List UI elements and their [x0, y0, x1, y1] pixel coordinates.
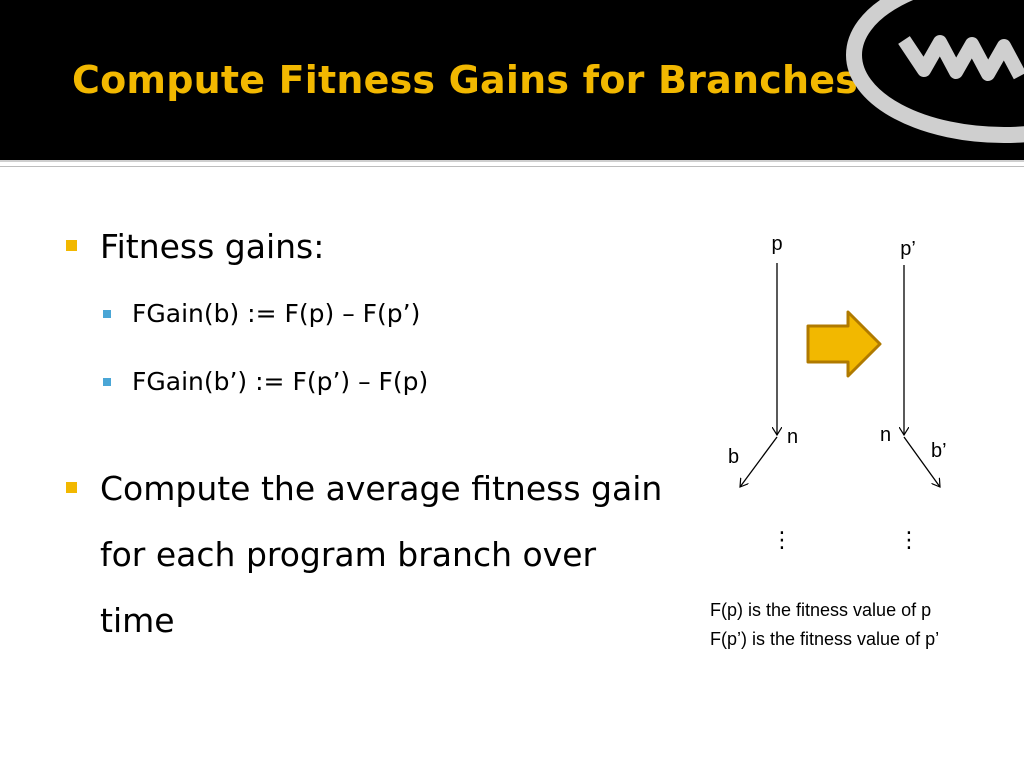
left-node-label: n	[787, 426, 798, 448]
bullet-fitness-gains: Fitness gains:	[60, 214, 680, 280]
footnote-line: F(p’) is the fitness value of p’	[710, 629, 940, 649]
footnote-line: F(p) is the fitness value of p	[710, 600, 932, 620]
bullet-compute-average: Compute the average fitness gain for eac…	[60, 456, 680, 654]
footnote: F(p) is the fitness value of p F(p’) is …	[710, 596, 939, 654]
right-branch-label: b’	[931, 440, 947, 462]
slide-header: Compute Fitness Gains for Branches	[0, 0, 1024, 160]
bullet-text: Compute the average fitness gain for eac…	[100, 469, 663, 640]
right-top-label: p’	[900, 238, 916, 260]
header-rule-shadow	[0, 166, 1024, 167]
left-branch-arrow	[740, 436, 778, 487]
right-ellipsis: ⋮	[898, 528, 920, 553]
bullet-text: Fitness gains:	[100, 227, 325, 266]
sub-bullet-text: FGain(b) := F(p) – F(p’)	[132, 299, 421, 328]
right-branch-arrow	[903, 436, 940, 487]
right-node-label: n	[880, 424, 891, 446]
left-ellipsis: ⋮	[771, 528, 793, 553]
football-logo-icon	[846, 0, 1024, 143]
left-branch-label: b	[728, 446, 739, 468]
sub-bullet-fgain-b: FGain(b) := F(p) – F(p’)	[60, 280, 680, 348]
bullet-square-icon	[66, 482, 77, 493]
left-top-label: p	[771, 233, 782, 255]
right-arrow-icon	[806, 310, 882, 378]
branch-diagram: p n b ⋮ p’ n b’ ⋮	[728, 233, 947, 553]
sub-bullet-square-icon	[103, 310, 111, 318]
bullet-list: Fitness gains: FGain(b) := F(p) – F(p’) …	[60, 214, 680, 654]
bullet-square-icon	[66, 240, 77, 251]
sub-bullet-text: FGain(b’) := F(p’) – F(p)	[132, 367, 429, 396]
sub-bullet-square-icon	[103, 378, 111, 386]
header-rule	[0, 160, 1024, 166]
sub-bullet-fgain-b-prime: FGain(b’) := F(p’) – F(p)	[60, 348, 680, 416]
slide-title: Compute Fitness Gains for Branches	[72, 58, 858, 102]
